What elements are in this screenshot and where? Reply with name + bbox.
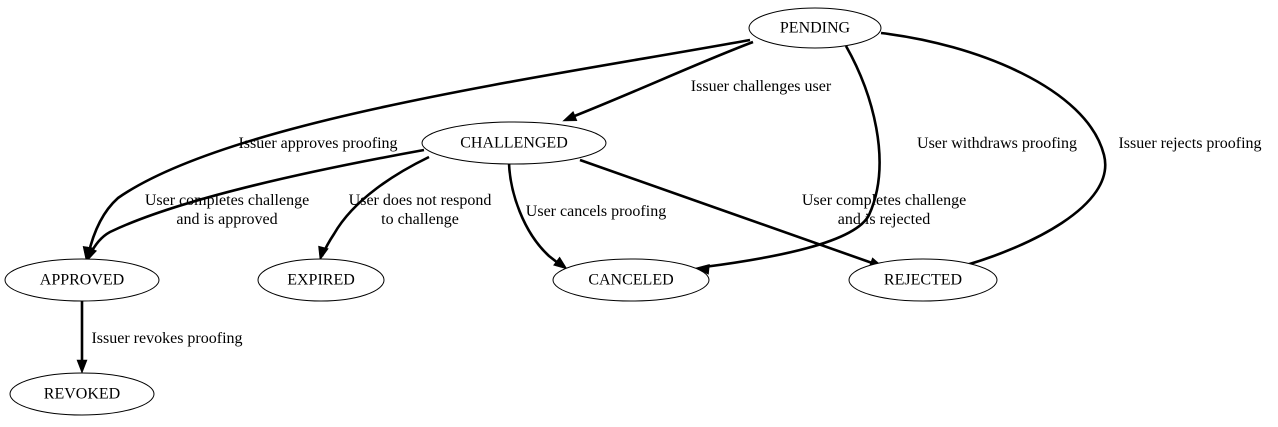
edge-line — [571, 40, 754, 119]
edge-label: User withdraws proofing — [917, 135, 1077, 152]
node-label: APPROVED — [40, 272, 124, 289]
node-label: EXPIRED — [287, 272, 355, 289]
node-approved[interactable]: APPROVED — [4, 258, 160, 302]
edge-line — [579, 158, 876, 266]
node-label: CANCELED — [588, 272, 673, 289]
node-ellipse[interactable] — [421, 121, 607, 165]
edge-line — [86, 38, 751, 257]
edge-line — [87, 148, 425, 258]
arrowhead — [86, 246, 98, 262]
edge-label: Issuer challenges user — [691, 78, 832, 95]
node-ellipse[interactable] — [748, 7, 882, 49]
node-label: CHALLENGED — [460, 135, 568, 152]
edge-label: Issuer approves proofing — [238, 135, 397, 152]
nodes-layer: PENDING CHALLENGED APPROVED EXPIRED CANCELED… — [4, 7, 998, 416]
node-label: PENDING — [780, 20, 851, 37]
edge-pending-challenged: Issuer challenges user — [562, 40, 832, 122]
edge-line — [880, 31, 1107, 268]
edge-label: User cancels proofing — [526, 203, 666, 220]
node-revoked[interactable]: REVOKED — [9, 372, 155, 416]
node-label: REJECTED — [884, 272, 962, 289]
edge-pending-canceled: User withdraws proofing — [695, 45, 1077, 275]
edge-label: Issuer revokes proofing — [91, 330, 242, 347]
edge-challenged-canceled: User cancels proofing — [507, 162, 666, 270]
arrowhead — [76, 359, 88, 374]
node-label: REVOKED — [44, 386, 120, 403]
node-challenged[interactable]: CHALLENGED — [421, 121, 607, 165]
edge-line — [703, 45, 881, 269]
node-expired[interactable]: EXPIRED — [257, 258, 385, 302]
node-ellipse[interactable] — [257, 258, 385, 302]
node-ellipse[interactable] — [4, 258, 160, 302]
arrowhead — [553, 256, 568, 270]
edge-label: Issuer rejects proofing — [1118, 135, 1261, 152]
edge-approved-revoked: Issuer revokes proofing — [76, 301, 243, 374]
node-canceled[interactable]: CANCELED — [552, 258, 710, 302]
edge-pending-rejected: Issuer rejects proofing — [880, 31, 1262, 277]
node-ellipse[interactable] — [552, 258, 710, 302]
node-rejected[interactable]: REJECTED — [848, 258, 998, 302]
arrowhead — [562, 110, 578, 122]
node-pending[interactable]: PENDING — [748, 7, 882, 49]
node-ellipse[interactable] — [848, 258, 998, 302]
arrowhead — [318, 245, 329, 261]
node-ellipse[interactable] — [9, 372, 155, 416]
